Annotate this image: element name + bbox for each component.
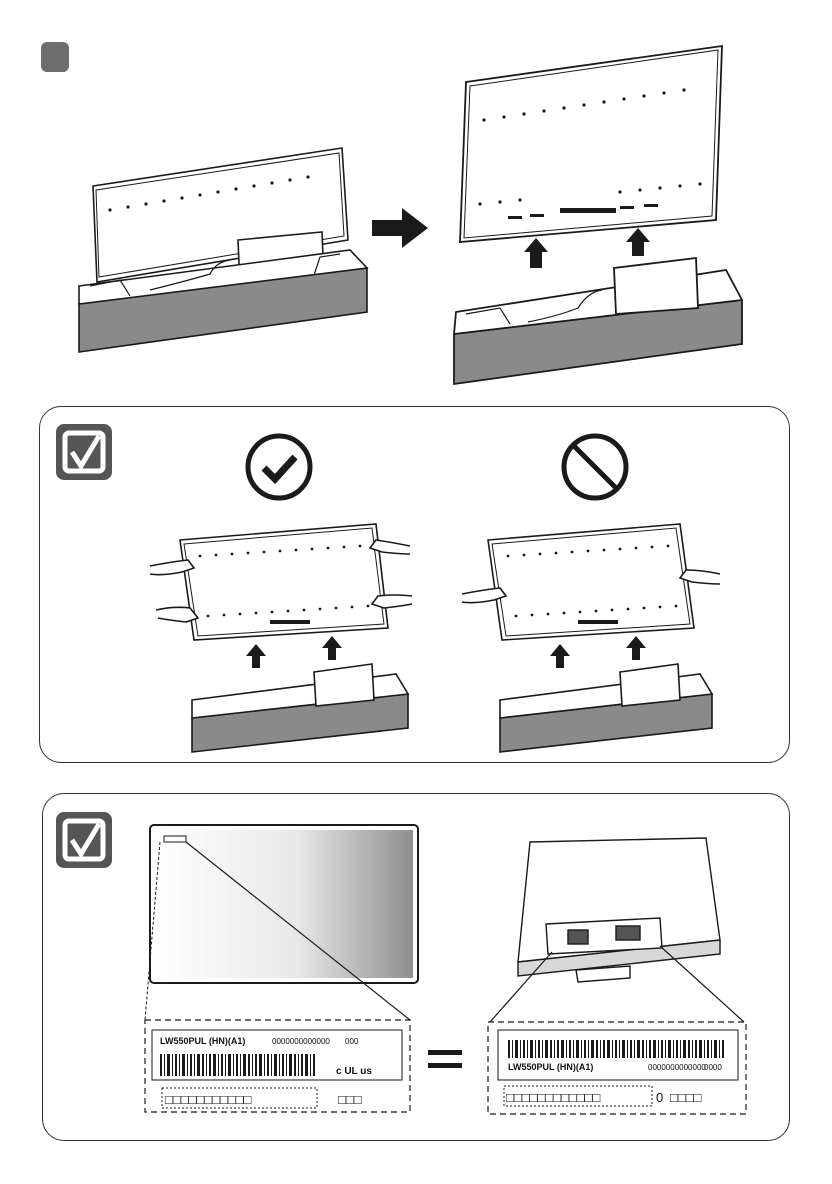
tv-back: [518, 838, 720, 982]
left-serial-boxes: □□□□□□□□□□□: [165, 1092, 252, 1107]
right-serial-mid: 0: [656, 1090, 663, 1105]
right-serial-tail: □□□□: [670, 1090, 702, 1105]
right-model-text: LW550PUL (HN)(A1): [508, 1062, 593, 1072]
barcode-left: [160, 1054, 315, 1076]
equals-icon: [428, 1050, 462, 1068]
cert-mark: c UL us: [336, 1066, 372, 1077]
right-small-code: 0000000000000: [648, 1063, 706, 1072]
left-tail-code: 000: [345, 1037, 359, 1046]
right-serial-boxes: □□□□□□□□□□□□: [506, 1090, 600, 1105]
right-tail-code: 0000: [704, 1063, 722, 1072]
left-small-code: 0000000000000: [272, 1037, 330, 1046]
left-serial-tail: □□□: [338, 1092, 362, 1107]
left-model-text: LW550PUL (HN)(A1): [160, 1036, 245, 1046]
